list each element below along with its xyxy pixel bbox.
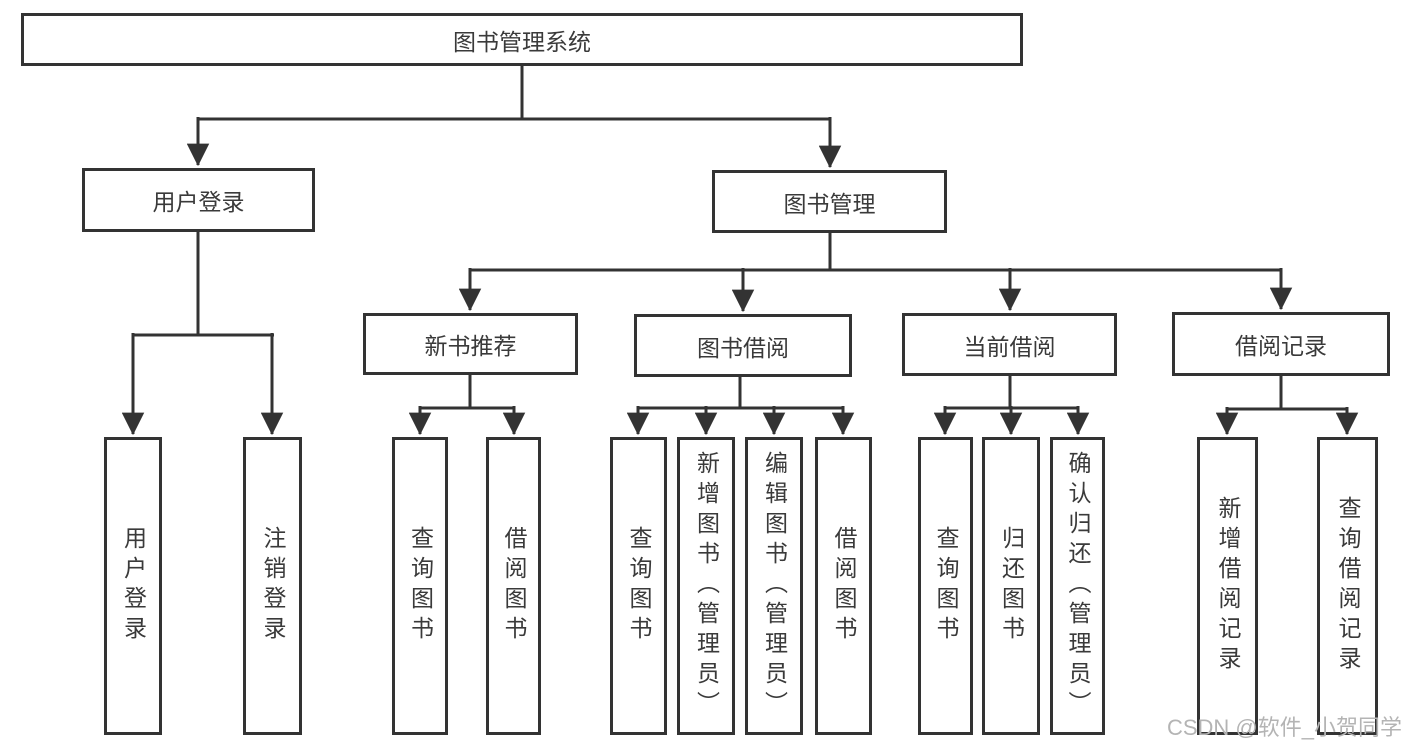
leaf-query-books-current: 查询图书 bbox=[918, 437, 973, 735]
csdn-watermark: CSDN @软件_小贺同学 bbox=[1166, 715, 1402, 740]
leaf-logout-label: 注销登录 bbox=[260, 526, 286, 646]
node-new-book-recommend: 新书推荐 bbox=[363, 313, 578, 375]
leaf-borrow-books-label: 借阅图书 bbox=[831, 526, 857, 646]
leaf-query-books-recommend: 查询图书 bbox=[392, 437, 448, 735]
leaf-query-books-current-label: 查询图书 bbox=[933, 526, 959, 646]
node-current-borrow-label: 当前借阅 bbox=[963, 333, 1056, 360]
leaf-query-books-borrow-label: 查询图书 bbox=[626, 526, 652, 646]
leaf-query-borrow-record-label: 查询借阅记录 bbox=[1335, 496, 1361, 676]
leaf-confirm-return-admin-label: 确认归还（管理员） bbox=[1065, 451, 1091, 721]
node-new-book-recommend-label: 新书推荐 bbox=[424, 333, 517, 359]
node-user-login-label: 用户登录 bbox=[152, 189, 245, 215]
leaf-user-login: 用户登录 bbox=[104, 437, 162, 735]
node-book-borrow-label: 图书借阅 bbox=[697, 334, 789, 361]
node-borrow-records: 借阅记录 bbox=[1172, 312, 1390, 376]
node-book-management: 图书管理 bbox=[712, 170, 947, 233]
leaf-borrow-books: 借阅图书 bbox=[815, 437, 872, 735]
leaf-edit-books-admin-label: 编辑图书（管理员） bbox=[761, 451, 788, 721]
leaf-add-borrow-record-label: 新增借阅记录 bbox=[1215, 496, 1241, 676]
leaf-user-login-label: 用户登录 bbox=[120, 526, 147, 646]
leaf-add-books-admin-label: 新增图书（管理员） bbox=[693, 451, 720, 721]
node-root-label: 图书管理系统 bbox=[453, 28, 591, 55]
leaf-query-books-recommend-label: 查询图书 bbox=[407, 526, 434, 646]
node-borrow-records-label: 借阅记录 bbox=[1235, 333, 1327, 359]
leaf-add-books-admin: 新增图书（管理员） bbox=[677, 437, 735, 735]
leaf-return-books-label: 归还图书 bbox=[998, 526, 1025, 646]
leaf-confirm-return-admin: 确认归还（管理员） bbox=[1050, 437, 1105, 735]
node-current-borrow: 当前借阅 bbox=[902, 313, 1117, 376]
leaf-query-borrow-record: 查询借阅记录 bbox=[1317, 437, 1378, 735]
leaf-borrow-books-recommend: 借阅图书 bbox=[486, 437, 541, 735]
node-user-login: 用户登录 bbox=[82, 168, 315, 232]
node-book-management-label: 图书管理 bbox=[783, 190, 876, 217]
leaf-logout: 注销登录 bbox=[243, 437, 302, 735]
node-root-library-system: 图书管理系统 bbox=[21, 13, 1023, 66]
leaf-edit-books-admin: 编辑图书（管理员） bbox=[745, 437, 803, 735]
leaf-query-books-borrow: 查询图书 bbox=[610, 437, 667, 735]
leaf-borrow-books-recommend-label: 借阅图书 bbox=[501, 526, 527, 646]
leaf-add-borrow-record: 新增借阅记录 bbox=[1197, 437, 1258, 735]
node-book-borrow: 图书借阅 bbox=[634, 314, 852, 377]
leaf-return-books: 归还图书 bbox=[982, 437, 1040, 735]
